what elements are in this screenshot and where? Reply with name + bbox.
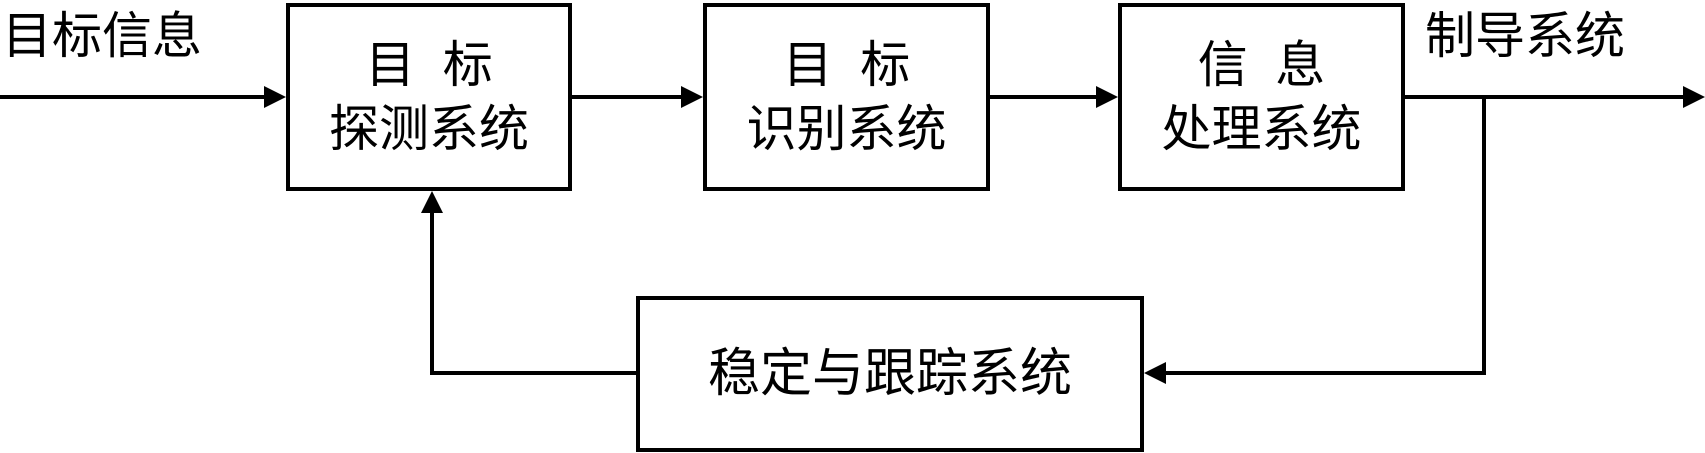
detection-block-line2: 探测系统 xyxy=(329,100,529,158)
recognition-system-block: 目标 识别系统 xyxy=(703,3,990,191)
tracking-system-block: 稳定与跟踪系统 xyxy=(636,296,1144,452)
processing-block-line2: 处理系统 xyxy=(1161,100,1362,158)
detection-block-line1: 目标 xyxy=(365,36,521,94)
arrowhead-input xyxy=(264,86,286,108)
processing-system-block: 信息 处理系统 xyxy=(1118,3,1405,191)
output-label: 制导系统 xyxy=(1425,7,1625,65)
arrowhead-process xyxy=(1096,86,1118,108)
arrowhead-track xyxy=(1144,362,1166,384)
arrowhead-output xyxy=(1683,86,1705,108)
recognition-block-line1: 目标 xyxy=(782,36,938,94)
arrowhead-identify xyxy=(681,86,703,108)
input-label: 目标信息 xyxy=(2,7,202,65)
feedback-line-right xyxy=(1162,97,1486,375)
detection-system-block: 目标 探测系统 xyxy=(286,3,572,191)
recognition-block-line2: 识别系统 xyxy=(746,100,947,158)
arrowhead-detect-up xyxy=(421,191,443,213)
processing-block-line1: 信息 xyxy=(1197,36,1353,94)
tracking-block-label: 稳定与跟踪系统 xyxy=(707,344,1072,404)
feedback-line-left xyxy=(430,209,636,375)
